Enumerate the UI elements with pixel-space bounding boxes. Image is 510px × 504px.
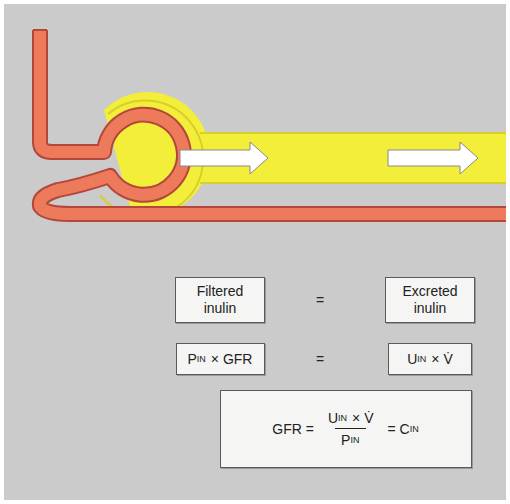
node-content: PIN × GFR xyxy=(180,347,261,372)
fraction: UIN× V̇PIN xyxy=(322,409,380,450)
formula-box: GFR =UIN× V̇PIN= CIN xyxy=(220,390,472,468)
node-text: U xyxy=(407,351,417,368)
node-content: Excreted inulin xyxy=(386,279,474,321)
quantity-box: Filtered inulin xyxy=(175,277,265,323)
equals-sign: = xyxy=(316,351,324,367)
equation-box: PIN × GFR xyxy=(176,343,265,375)
node-content: UIN × V̇ xyxy=(399,347,461,372)
node-text: Filtered inulin xyxy=(184,283,256,317)
node-text: Excreted inulin xyxy=(394,283,466,317)
node-text: × V̇ xyxy=(352,410,373,427)
node-text: × V̇ xyxy=(431,351,452,368)
node-text: GFR = xyxy=(272,421,314,438)
flow-arrow xyxy=(180,142,478,174)
node-text: × GFR xyxy=(211,351,253,368)
quantity-box: Excreted inulin xyxy=(385,277,475,323)
equation-box: UIN × V̇ xyxy=(388,343,472,375)
node-text: P xyxy=(341,432,350,449)
node-content: Filtered inulin xyxy=(176,279,264,321)
equals-sign: = xyxy=(316,292,324,308)
node-content: GFR =UIN× V̇PIN= CIN xyxy=(264,405,427,454)
denominator: PIN xyxy=(335,428,366,450)
subscript-text: IN xyxy=(338,413,347,423)
node-text: U xyxy=(328,410,338,427)
node-text: P xyxy=(188,351,197,368)
subscript-text: IN xyxy=(417,354,426,364)
subscript-text: IN xyxy=(410,424,419,434)
subscript-text: IN xyxy=(197,354,206,364)
subscript-text: IN xyxy=(350,435,359,445)
blood-vessel xyxy=(33,30,506,214)
node-text: = C xyxy=(387,421,409,438)
numerator: UIN × V̇ xyxy=(322,409,380,428)
